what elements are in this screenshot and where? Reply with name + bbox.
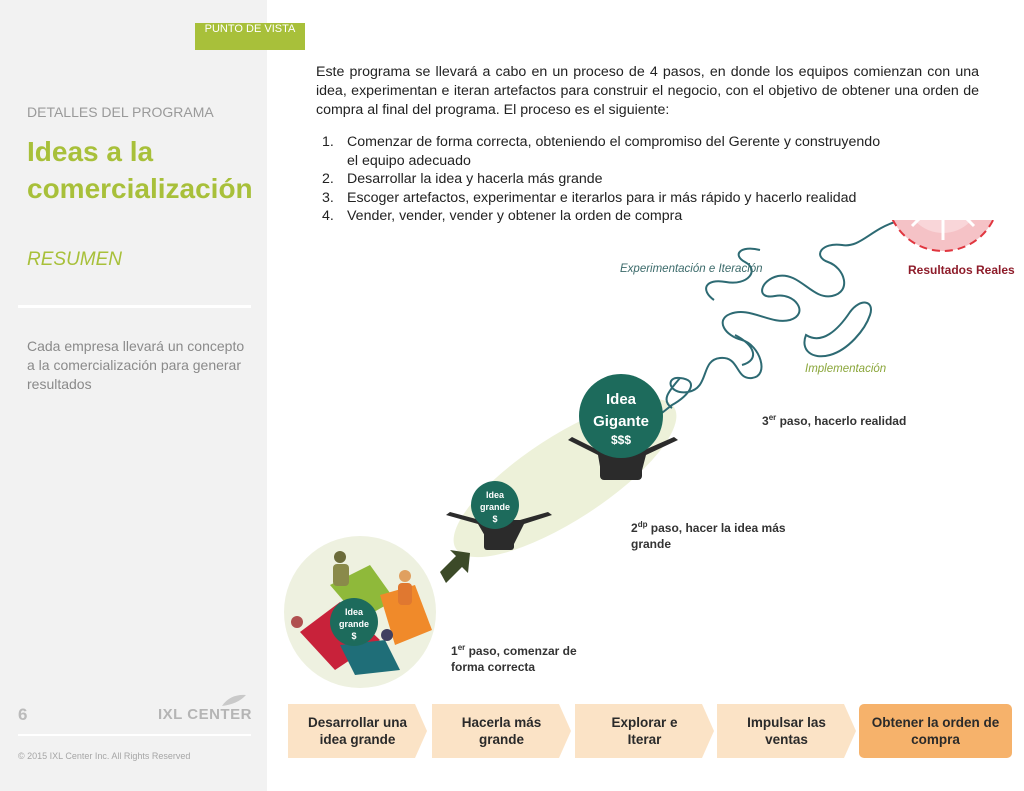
giant-idea-line1: Idea [606, 391, 637, 408]
list-item: 2.Desarrollar la idea y hacerla más gran… [322, 171, 603, 187]
giant-idea-line2: Gigante [593, 413, 649, 430]
summary-description: Cada empresa llevará un concepto a la co… [27, 338, 245, 392]
team-idea-line1: Idea [345, 607, 364, 617]
process-step-5: Obtener la orden de compra [859, 704, 1012, 758]
team-puzzle-illustration [291, 551, 432, 675]
real-results-label: Resultados Reales [908, 263, 1015, 277]
process-step-4: Impulsar las ventas [717, 704, 856, 758]
big-idea-line2: grande [480, 502, 510, 512]
up-arrow-icon [440, 550, 470, 583]
implementation-label: Implementación [805, 363, 887, 375]
section-label: DETALLES DEL PROGRAMA [27, 104, 214, 120]
sidebar-divider [18, 305, 251, 308]
leaf-icon [222, 694, 246, 706]
giant-idea-bubble: Idea Gigante $$$ [579, 374, 663, 458]
giant-idea-line3: $$$ [611, 433, 631, 447]
big-idea-bubble: Idea grande $ [471, 481, 519, 529]
process-step-1: Desarrollar una idea grande [288, 704, 427, 758]
step3-label: 3er paso, hacerlo realidad [762, 413, 907, 428]
page-title: Ideas a la comercialización [27, 136, 253, 204]
team-idea-bubble: Idea grande $ [330, 598, 378, 646]
team-idea-line2: grande [339, 619, 369, 629]
person-holding-idea [446, 512, 552, 550]
iteration-squiggle [609, 221, 896, 441]
real-results-circle [891, 220, 995, 252]
list-item: 1.Comenzar de forma correcta, obteniendo… [322, 134, 881, 169]
big-idea-line3: $ [492, 514, 497, 524]
sidebar [0, 0, 267, 791]
footer-divider [18, 734, 251, 736]
point-of-view-badge: PUNTO DE VISTA [195, 23, 305, 50]
steps-list: 1.Comenzar de forma correcta, obteniendo… [322, 133, 892, 226]
list-item: 3.Escoger artefactos, experimentar e ite… [322, 189, 857, 206]
summary-heading: RESUMEN [27, 249, 123, 270]
big-idea-line1: Idea [486, 490, 505, 500]
program-intro: Este programa se llevará a cabo en un pr… [316, 64, 979, 118]
team-idea-line3: $ [351, 631, 356, 641]
process-step-3: Explorar e Iterar [575, 704, 714, 758]
company-logo: IXL CENTER [158, 694, 252, 723]
process-step-2: Hacerla más grande [432, 704, 571, 758]
experimentation-label: Experimentación e Iteración [620, 263, 763, 275]
page-number: 6 [18, 705, 28, 724]
process-diagram: Idea Gigante $$$ Idea grande $ Idea gran… [284, 220, 995, 688]
copyright-notice: © 2015 IXL Center Inc. All Rights Reserv… [18, 751, 191, 761]
list-item: 4.Vender, vender, vender y obtener la or… [322, 208, 683, 224]
